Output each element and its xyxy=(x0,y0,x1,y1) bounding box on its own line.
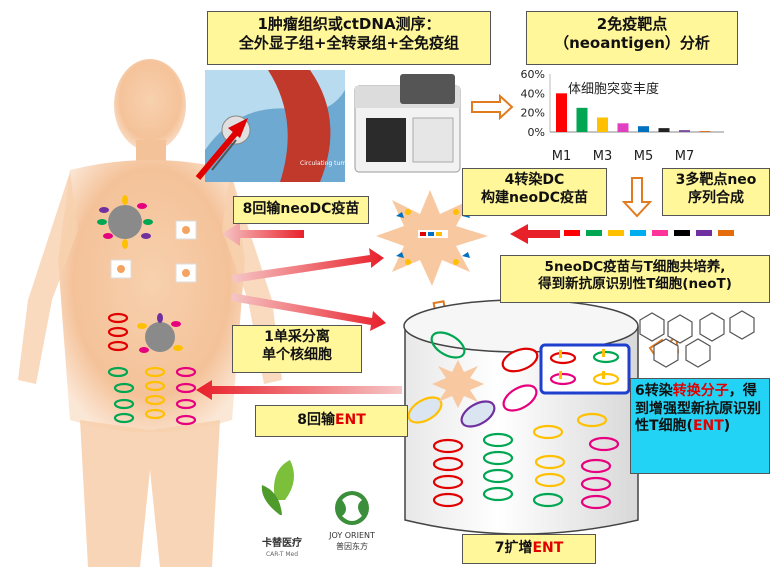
bar-m2 xyxy=(576,107,588,132)
logo-left-cn: 卡替医疗 xyxy=(262,536,302,549)
step8b-p1: 8回输 xyxy=(297,412,335,428)
step1-line1: 1肿瘤组织或ctDNA测序： xyxy=(257,15,441,33)
bar-m7 xyxy=(679,130,690,132)
y-tick-label: 0% xyxy=(528,126,545,139)
step1-line2: 全外显子组+全转录组+全免疫组 xyxy=(238,33,460,52)
step6-p3: ，得到增强型新抗原识别性T细胞( xyxy=(635,383,761,434)
step6-ent: ENT xyxy=(692,418,724,434)
neoantigen-peptides xyxy=(639,310,755,368)
step3-synthesis-label: 3多靶点neo 序列合成 xyxy=(662,168,770,216)
step8-ent-label: 8回输ENT xyxy=(255,405,408,437)
step5-line1: 5neoDC疫苗与T细胞共培养, xyxy=(544,259,726,275)
vessel-cells xyxy=(407,331,620,510)
sample-arrow xyxy=(195,126,243,180)
logo-left-en: CAR-T Med xyxy=(266,551,298,558)
step6-transduce-label: 6转染转换分子，得到增强型新抗原识别性T细胞(ENT) xyxy=(630,378,770,474)
sequence-segment xyxy=(696,230,712,236)
step8-vaccine-label: 8回输neoDC疫苗 xyxy=(233,196,369,224)
step6-p1: 6转染 xyxy=(635,383,673,399)
y-tick-label: 60% xyxy=(521,68,545,81)
bar-m3 xyxy=(597,117,608,132)
ctdna-image: Circulating tumor DNA xyxy=(205,70,368,182)
bar-m8 xyxy=(699,131,711,132)
tumor-cell-lower xyxy=(137,313,183,353)
sequence-segment xyxy=(674,230,690,236)
sequencer-image xyxy=(354,74,461,173)
bar-m5 xyxy=(638,126,649,132)
step4-dc-label: 4转染DC 构建neoDC疫苗 xyxy=(462,168,607,216)
sequence-segment xyxy=(652,230,668,236)
step8b-ent: ENT xyxy=(334,412,366,428)
y-tick-label: 20% xyxy=(521,107,545,120)
logo-right-en: JOY ORIENT xyxy=(328,531,375,540)
mutation-bar-chart: 0% 20% 40% 60% M1 M3 M5 M7 xyxy=(521,68,724,164)
ent-highlight-box xyxy=(539,343,631,395)
tumor-cell-upper xyxy=(97,195,153,249)
sequence-segment xyxy=(564,230,580,236)
step7-ent: ENT xyxy=(532,540,564,556)
step4-line2: 构建neoDC疫苗 xyxy=(481,189,588,206)
logo-left: 卡替医疗 CAR-T Med xyxy=(261,460,302,558)
apheresis-line2: 单个核细胞 xyxy=(262,346,332,363)
bar-m6 xyxy=(658,128,670,132)
t-cells-body xyxy=(107,312,197,426)
dc-cell xyxy=(376,190,488,286)
step3-line1: 3多靶点neo xyxy=(675,172,757,188)
x-tick-label: M5 xyxy=(634,149,654,164)
ctdna-caption: Circulating tumor DNA xyxy=(300,160,368,167)
logo-right: JOY ORIENT 普因东方 xyxy=(328,491,375,551)
human-body xyxy=(18,59,282,567)
sequence-segment xyxy=(718,230,734,236)
dc-patches-body xyxy=(110,220,197,283)
x-tick-label: M1 xyxy=(552,149,572,164)
x-tick-label: M3 xyxy=(593,149,613,164)
step7-expand-label: 7扩增ENT xyxy=(462,534,596,564)
step6-switch-molecule: 转换分子 xyxy=(672,383,729,399)
bar-m4 xyxy=(617,123,629,132)
logo-right-cn: 普因东方 xyxy=(336,541,368,551)
step2-line2: （neoantigen）分析 xyxy=(554,33,710,52)
step5-line2: 得到新抗原识别性T细胞(neoT) xyxy=(538,275,732,292)
y-tick-label: 40% xyxy=(521,87,545,100)
step2-line1: 2免疫靶点 xyxy=(596,15,668,33)
step3-line2: 序列合成 xyxy=(688,189,744,206)
step6-p5: ) xyxy=(723,418,731,434)
bar-m1 xyxy=(556,93,567,132)
step4-line1: 4转染DC xyxy=(504,172,565,188)
sequence-segment xyxy=(586,230,602,236)
step8a-text: 8回输neoDC疫苗 xyxy=(242,201,360,217)
step1-sequencing-label: 1肿瘤组织或ctDNA测序： 全外显子组+全转录组+全免疫组 xyxy=(207,11,491,65)
step1-apheresis-label: 1单采分离 单个核细胞 xyxy=(232,325,362,373)
sequence-segment xyxy=(630,230,646,236)
step5-coculture-label: 5neoDC疫苗与T细胞共培养, 得到新抗原识别性T细胞(neoT) xyxy=(500,255,770,303)
x-tick-label: M7 xyxy=(675,149,695,164)
apheresis-line1: 1单采分离 xyxy=(264,329,330,345)
step7-p1: 7扩增 xyxy=(494,540,533,556)
step2-target-label: 2免疫靶点 （neoantigen）分析 xyxy=(526,11,738,65)
sequence-segment xyxy=(608,230,624,236)
chart-title: 体细胞突变丰度 xyxy=(568,82,660,97)
neo-sequence-bar xyxy=(564,230,734,236)
red-arrows xyxy=(196,222,560,400)
